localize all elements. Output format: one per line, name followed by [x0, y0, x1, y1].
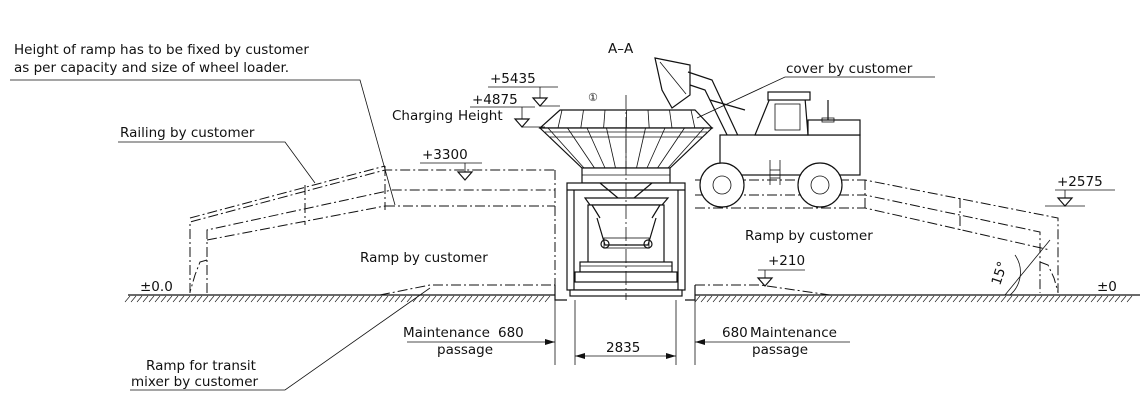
charging-height-line1: Charging — [392, 108, 453, 124]
hopper — [538, 95, 714, 301]
charging-height-line2: Height — [458, 108, 503, 124]
ramp-height-note-line2: as per capacity and size of wheel loader… — [14, 60, 289, 76]
transit-ramp-line2: mixer by customer — [131, 374, 258, 390]
dim-ramp-angle: 15° — [989, 260, 1012, 288]
maintenance-left-line2: passage — [437, 342, 493, 358]
dim-passage-left: 680 — [498, 325, 524, 341]
transit-mixer-ramp — [379, 284, 555, 296]
level-ground-right: ±0 — [1097, 279, 1117, 295]
ramp-right-note: Ramp by customer — [745, 228, 873, 244]
leader-lines — [10, 76, 1051, 391]
left-ramp — [189, 165, 556, 296]
level-charging: +4875 — [472, 92, 518, 108]
level-markers — [420, 86, 1115, 287]
maintenance-right-line1: Maintenance — [750, 325, 837, 341]
maintenance-right-line2: passage — [752, 342, 808, 358]
dim-passage-right: 680 — [722, 325, 748, 341]
level-ground-left: ±0.0 — [140, 279, 173, 295]
transit-ramp-line1: Ramp for transit — [146, 358, 256, 374]
cover-note: cover by customer — [786, 61, 913, 77]
dim-bin-width: 2835 — [606, 340, 640, 356]
level-top: +5435 — [490, 71, 536, 87]
section-label: A–A — [608, 41, 634, 57]
dimensions — [407, 300, 850, 365]
wheel-loader — [654, 57, 861, 208]
railing-note: Railing by customer — [120, 125, 255, 141]
level-ramp-left: +3300 — [422, 147, 468, 163]
level-pit: +210 — [768, 253, 805, 269]
part-number: ① — [588, 91, 598, 104]
maintenance-left-line1: Maintenance — [403, 325, 490, 341]
ramp-left-note: Ramp by customer — [360, 250, 488, 266]
ramp-height-note-line1: Height of ramp has to be fixed by custom… — [14, 42, 309, 58]
level-ramp-right: +2575 — [1057, 174, 1103, 190]
